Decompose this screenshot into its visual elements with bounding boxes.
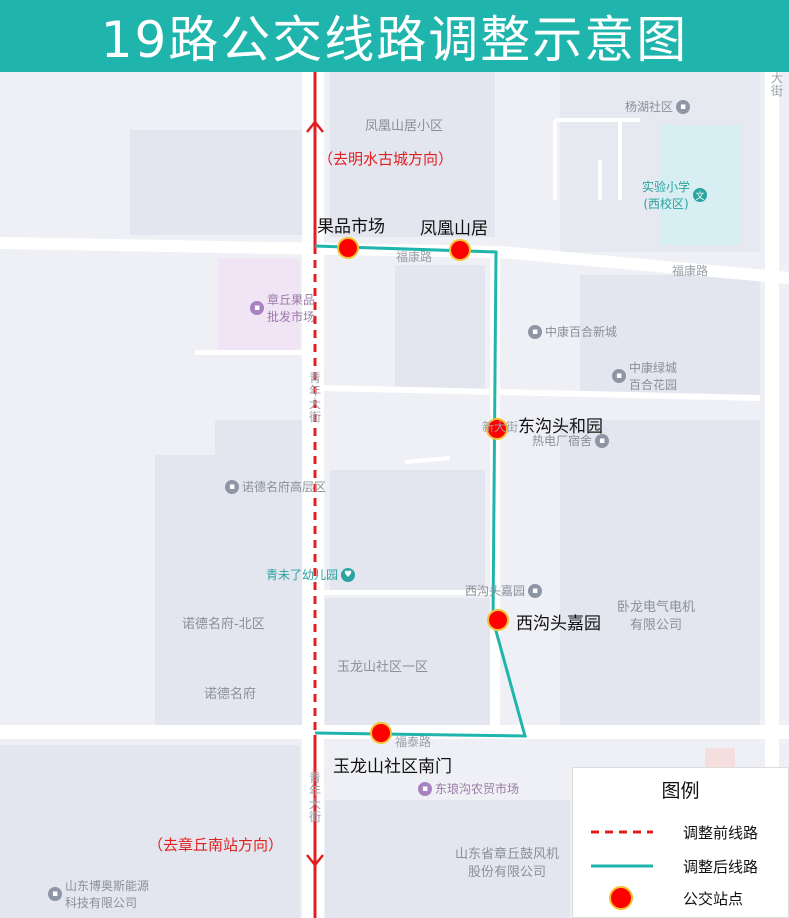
bus-stop-icon [609,886,633,910]
road-qingnian [302,72,324,918]
block [395,265,485,390]
place-label: 山东省章丘鼓风机 股份有限公司 [455,847,560,880]
road-minor [320,590,500,595]
building-icon: ▪ [528,324,542,339]
market-icon: ▪ [250,301,264,315]
road-minor [404,456,451,464]
arrow-down-icon [306,854,324,868]
block [330,470,485,590]
poi-label: 西沟头嘉园 [465,584,526,598]
poi-redianchang[interactable]: 热电厂宿舍▪ [532,432,610,449]
building-icon: ▪ [528,583,543,598]
legend-panel: 图例 调整前线路 调整后线路 公交站点 [572,767,789,918]
poi-label: 杨湖社区 [625,100,674,114]
map-title: 19路公交线路调整示意图 [100,11,689,69]
market-icon: ▪ [418,781,432,796]
block [155,455,310,725]
map-title-bar: 19路公交线路调整示意图 [0,0,789,72]
block [130,130,305,235]
arrow-up-icon [306,119,324,133]
bus-stop-marker[interactable] [486,418,508,440]
block [560,420,760,730]
poi-label: 章丘果品 批发市场 [267,293,316,324]
road-label: 福康路 [396,250,433,264]
bus-stop-marker[interactable] [449,239,471,261]
bus-stop-marker[interactable] [370,722,392,744]
poi-boao[interactable]: ▪山东博奥斯能源 科技有限公司 [48,877,149,911]
stop-name: 西沟头嘉园 [516,614,601,634]
place-label: 卧龙电气电机 有限公司 [617,600,696,633]
poi-label: 热电厂宿舍 [532,434,593,448]
direction-north-label: （去明水古城方向） [318,150,454,168]
poi-zhongkang-lv[interactable]: ▪中康绿城 百合花园 [612,359,677,393]
legend-item-new-route: 调整后线路 [573,854,788,878]
solid-line-icon [591,864,653,868]
road-east [765,72,779,918]
school-icon: 文 [693,188,708,202]
stop-name: 凤凰山居 [420,219,488,239]
poi-label: 山东博奥斯能源 科技有限公司 [65,879,150,910]
block [215,420,305,460]
road-label: 福康路 [672,264,709,278]
bus-stop-marker[interactable] [337,237,359,259]
poi-label: 中康绿城 百合花园 [629,361,678,392]
road-label: 大街 [771,71,784,98]
bus-stop-marker[interactable] [487,609,509,631]
poi-market[interactable]: ▪章丘果品 批发市场 [250,291,315,325]
block [705,748,735,768]
poi-label: 中康百合新城 [545,325,618,339]
map-canvas[interactable]: （去明水古城方向） （去章丘南站方向） 果品市场 凤凰山居 东沟头和园 西沟头嘉… [0,72,789,918]
poi-nuode-high[interactable]: ▪诺德名府高层区 [225,478,326,495]
building-icon: ▪ [595,433,610,448]
poi-xigoutou[interactable]: 西沟头嘉园▪ [465,582,543,599]
road-minor [553,118,640,200]
stop-name: 玉龙山社区南门 [333,757,452,777]
road-minor [195,350,305,355]
dashed-line-icon [591,830,653,834]
legend-item-old-route: 调整前线路 [573,820,788,844]
direction-south-label: （去章丘南站方向） [148,836,284,854]
legend-label: 公交站点 [683,890,744,908]
place-label: 诺德名府 [204,687,257,702]
place-label: 凤凰山居小区 [365,119,444,134]
building-icon: ▪ [612,369,626,383]
stop-name: 果品市场 [317,217,385,237]
road-label: 青年大街 [309,371,322,424]
poi-label: 青未了幼儿园 [266,568,339,582]
place-label: 诺德名府-北区 [182,617,265,632]
legend-label: 调整前线路 [683,824,759,842]
legend-title: 图例 [661,780,700,802]
building-icon: ▪ [225,479,239,494]
poi-school[interactable]: 实验小学 (西校区)文 [642,178,708,212]
poi-zhongkang[interactable]: ▪中康百合新城 [528,323,617,340]
legend-item-bus-stop: 公交站点 [573,886,788,910]
road-label: 新大街 [482,420,519,434]
poi-kindergarten[interactable]: 青未了幼儿园♥ [266,566,356,583]
map-base-svg [0,72,789,918]
legend-label: 调整后线路 [683,858,759,876]
poi-label: 实验小学 (西校区) [642,180,691,211]
poi-label: 诺德名府高层区 [242,480,327,494]
block [0,745,300,918]
road-futai [0,725,789,739]
block [325,598,490,728]
road-label: 青年大街 [309,771,322,824]
poi-label: 东琅沟农贸市场 [435,782,520,796]
poi-nongmao[interactable]: ▪东琅沟农贸市场 [418,780,519,797]
place-label: 玉龙山社区一区 [337,660,429,675]
school-block [660,125,740,245]
poi-yanghu[interactable]: 杨湖社区▪ [625,98,691,115]
road-minor [319,385,761,401]
kindergarten-icon: ♥ [341,567,356,582]
block [330,72,495,237]
building-icon: ▪ [48,887,62,901]
block [325,800,570,918]
road-label: 福泰路 [395,735,432,749]
block [580,275,760,395]
building-icon: ▪ [676,99,691,114]
stop-name: 东沟头和园 [518,417,603,437]
